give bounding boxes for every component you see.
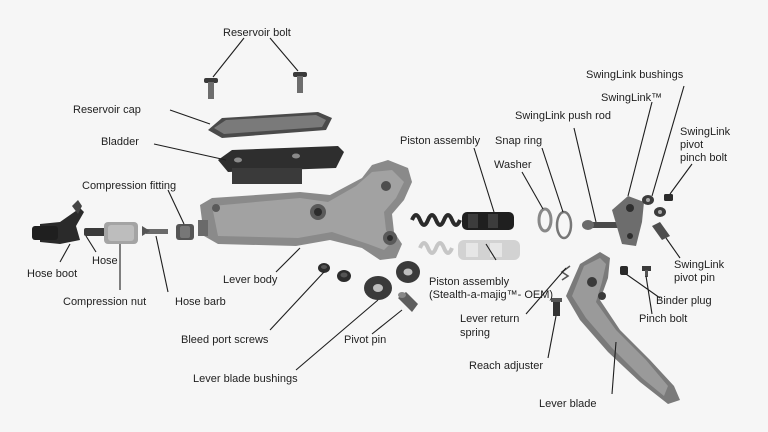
label-hose: Hose: [92, 255, 118, 267]
label-lever-blade: Lever blade: [539, 398, 597, 410]
label-lever-blade-bushings: Lever blade bushings: [193, 373, 298, 385]
piston-spring-oem: [418, 241, 454, 255]
label-reservoir-bolt: Reservoir bolt: [223, 27, 291, 39]
label-reservoir-cap: Reservoir cap: [73, 104, 141, 116]
hose: [84, 228, 106, 236]
piston-assembly-oem: [458, 240, 520, 260]
hose-barb: [142, 226, 168, 236]
swinglink-pivot-pin: [652, 222, 670, 240]
label-swinglink: SwingLink™: [601, 92, 662, 104]
compression-nut: [104, 222, 138, 244]
label-compression-fitting: Compression fitting: [82, 180, 176, 192]
swinglink: [612, 196, 644, 246]
labels: Reservoir bolt Reservoir cap Bladder Com…: [27, 27, 731, 410]
leader-lines: [59, 37, 693, 395]
parts: [32, 72, 680, 404]
snap-ring: [555, 210, 573, 240]
label-swinglink-pivot-pinch-bolt-line3: pinch bolt: [680, 152, 727, 164]
reach-adjuster: [551, 298, 562, 316]
bleed-port-screw-2: [337, 270, 351, 282]
label-bladder: Bladder: [101, 136, 139, 148]
label-swinglink-pivot-pin-line1: SwingLink: [674, 259, 725, 271]
lever-body: [198, 160, 412, 260]
swinglink-bushing-1: [642, 195, 654, 205]
reservoir-cap: [208, 112, 332, 138]
label-washer: Washer: [494, 159, 532, 171]
lever-blade-bushing-1: [364, 276, 392, 300]
piston-assembly: [462, 212, 514, 230]
swinglink-bushing-2: [654, 207, 666, 217]
binder-plug: [620, 266, 628, 275]
reservoir-bolt-right: [293, 72, 307, 93]
hose-boot: [32, 200, 84, 244]
label-swinglink-push-rod: SwingLink push rod: [515, 110, 611, 122]
label-pinch-bolt: Pinch bolt: [639, 313, 687, 325]
label-piston-assembly-oem-line2: (Stealth-a-majig™- OEM): [429, 289, 553, 301]
bladder: [218, 146, 344, 184]
lever-return-spring: [560, 265, 571, 281]
swinglink-push-rod: [582, 220, 622, 230]
label-swinglink-pivot-pinch-bolt-line1: SwingLink: [680, 126, 731, 138]
label-swinglink-pivot-pin-line2: pivot pin: [674, 272, 715, 284]
label-reach-adjuster: Reach adjuster: [469, 360, 543, 372]
washer: [537, 207, 553, 233]
label-binder-plug: Binder plug: [656, 295, 712, 307]
label-lever-return-spring-line2: spring: [460, 327, 490, 339]
lever-blade: [566, 252, 680, 404]
pinch-bolt: [642, 266, 651, 277]
label-swinglink-pivot-pinch-bolt-line2: pivot: [680, 139, 703, 151]
label-piston-assembly: Piston assembly: [400, 135, 481, 147]
label-lever-return-spring-line1: Lever return: [460, 313, 519, 325]
label-lever-body: Lever body: [223, 274, 278, 286]
compression-fitting: [176, 224, 194, 240]
bleed-port-screw-1: [318, 263, 330, 273]
piston-spring: [410, 213, 462, 227]
label-hose-barb: Hose barb: [175, 296, 226, 308]
swinglink-pivot-pinch-bolt: [664, 194, 673, 201]
label-snap-ring: Snap ring: [495, 135, 542, 147]
label-bleed-port-screws: Bleed port screws: [181, 334, 269, 346]
pivot-pin: [398, 292, 418, 312]
label-piston-assembly-oem-line1: Piston assembly: [429, 276, 510, 288]
label-hose-boot: Hose boot: [27, 268, 77, 280]
label-swinglink-bushings: SwingLink bushings: [586, 69, 684, 81]
label-pivot-pin: Pivot pin: [344, 334, 386, 346]
label-compression-nut: Compression nut: [63, 296, 146, 308]
reservoir-bolt-left: [204, 78, 218, 99]
lever-blade-bushing-2: [396, 261, 420, 283]
